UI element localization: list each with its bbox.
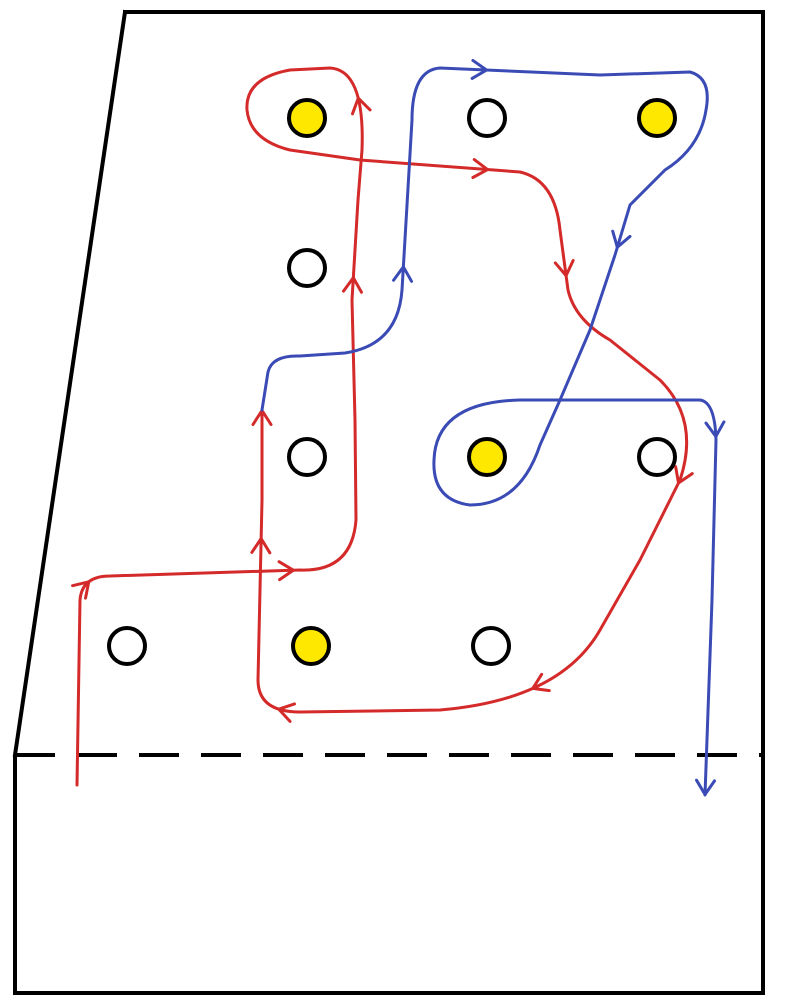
marker-r4-c0	[107, 626, 147, 666]
red-arrowhead-8	[531, 672, 551, 693]
red-route-arrows	[71, 96, 694, 723]
red-arrowhead-9	[277, 702, 297, 723]
markers	[107, 98, 677, 666]
blue-arrowhead-2	[470, 58, 488, 80]
marker-r4-c2	[471, 626, 511, 666]
marker-r1-c1	[287, 98, 327, 138]
red-arrowhead-3	[342, 276, 363, 294]
marker-r3-c3	[637, 437, 677, 477]
board-outline	[12, 9, 765, 995]
blue-arrowhead-3	[611, 229, 632, 249]
red-arrowhead-6	[553, 259, 575, 278]
red-arrowhead-2	[277, 560, 295, 582]
marker-r3-c2	[467, 437, 507, 477]
blue-arrowhead-5	[695, 778, 717, 797]
red-arrowhead-5	[471, 158, 490, 179]
red-arrowhead-1	[71, 580, 91, 600]
blue-route-arrows	[392, 58, 726, 797]
marker-r4-c1	[291, 626, 331, 666]
marker-r1-c3	[637, 98, 677, 138]
lower-box-outline	[13, 755, 765, 995]
red-arrowhead-10	[250, 537, 272, 555]
marker-r2-c1	[287, 248, 327, 288]
red-arrowhead-7	[674, 465, 694, 485]
red-arrowhead-4	[350, 96, 372, 116]
blue-route	[260, 58, 726, 797]
marker-r1-c2	[467, 98, 507, 138]
blue-arrowhead-1	[392, 265, 414, 283]
blue-route-line	[260, 66, 718, 797]
blue-arrowhead-4	[704, 420, 726, 438]
red-route	[71, 66, 694, 787]
upper-area-outline	[12, 9, 765, 758]
marker-r3-c1	[287, 437, 327, 477]
red-route-line	[75, 66, 689, 787]
